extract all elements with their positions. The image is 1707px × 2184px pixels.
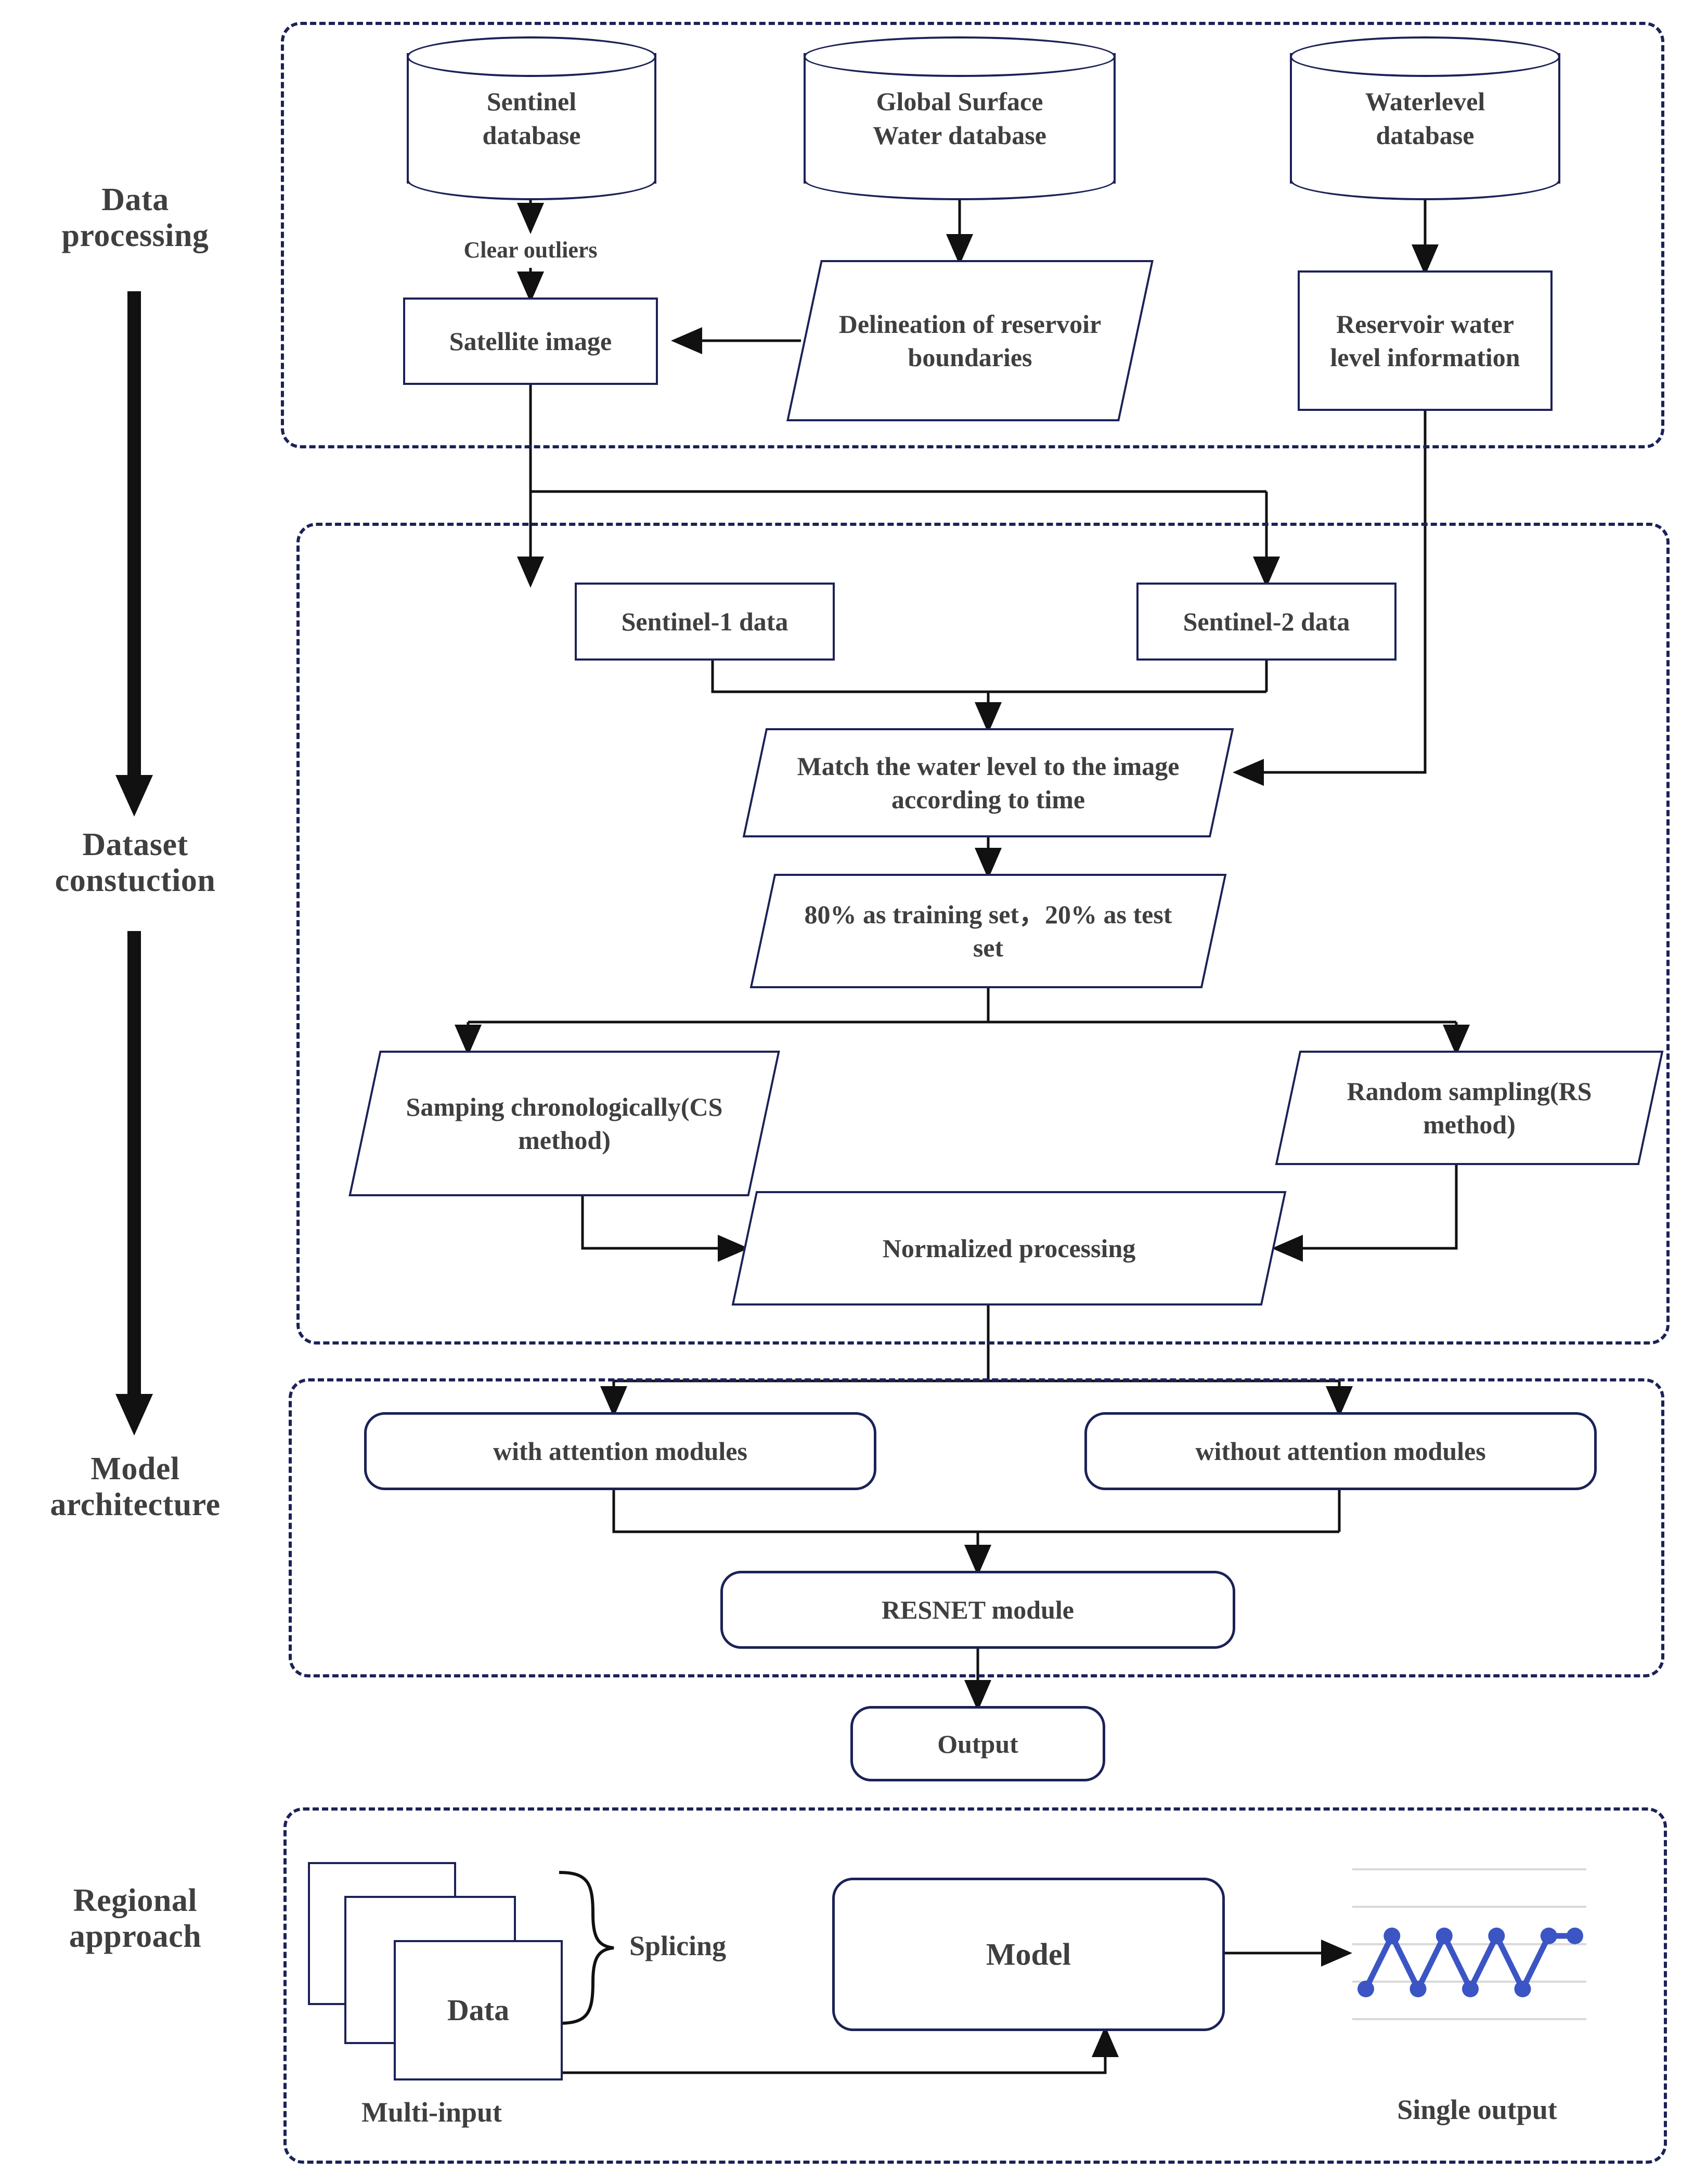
normalized-processing-node[interactable]: Normalized processing <box>731 1191 1287 1306</box>
satellite-image-label: Satellite image <box>449 327 612 356</box>
with-attention-modules-label: with attention modules <box>493 1437 747 1466</box>
without-attention-modules-node[interactable]: without attention modules <box>1084 1412 1597 1490</box>
resnet-module-node[interactable]: RESNET module <box>720 1571 1235 1649</box>
stage-label-line1: Dataset <box>82 827 188 862</box>
satellite-image-node[interactable]: Satellite image <box>403 298 658 385</box>
stage-label-line1: Regional <box>73 1883 198 1918</box>
model-label: Model <box>986 1937 1071 1972</box>
sentinel-database-label: Sentinel database <box>482 86 581 150</box>
with-attention-modules-node[interactable]: with attention modules <box>364 1412 876 1490</box>
delineation-of-reservoir-boundaries-node[interactable]: Delineation of reservoir boundaries <box>786 260 1154 421</box>
without-attention-modules-label: without attention modules <box>1195 1437 1486 1466</box>
output-node[interactable]: Output <box>850 1706 1105 1781</box>
chart-gridline <box>1352 1868 1586 1870</box>
single-output-label: Single output <box>1397 2094 1557 2125</box>
stage-label-regional-approach: Regional approach <box>10 1883 260 1955</box>
cylinder-top <box>1290 36 1560 77</box>
splicing-label: Splicing <box>629 1930 727 1961</box>
sentinel-2-data-node[interactable]: Sentinel-2 data <box>1136 583 1396 661</box>
chart-gridline <box>1352 1943 1586 1945</box>
waterlevel-database-cylinder: Waterlevel database <box>1290 36 1560 200</box>
stage-label-line2: processing <box>61 218 209 254</box>
model-node[interactable]: Model <box>832 1878 1225 2031</box>
stage-label-data-processing: Data processing <box>10 182 260 254</box>
reservoir-water-level-label: Reservoir water level information <box>1330 309 1520 372</box>
stage-label-line2: architecture <box>50 1487 221 1523</box>
normalized-processing-label: Normalized processing <box>882 1234 1136 1263</box>
chart-plot <box>1357 1928 1583 1997</box>
sentinel-database-cylinder: Sentinel database <box>407 36 656 200</box>
section-data-processing <box>281 22 1664 448</box>
cylinder-top <box>407 36 656 77</box>
cs-method-label: Samping chronologically(CS method) <box>406 1092 723 1155</box>
resnet-module-label: RESNET module <box>881 1595 1075 1624</box>
sentinel-1-data-label: Sentinel-1 data <box>621 607 788 636</box>
chart-gridline <box>1352 2018 1586 2020</box>
stage-label-line1: Model <box>90 1451 180 1487</box>
data-sheet-front[interactable]: Data <box>394 1940 563 2080</box>
waterlevel-database-label: Waterlevel database <box>1365 86 1485 150</box>
chart-gridline <box>1352 1906 1586 1908</box>
sentinel-1-data-node[interactable]: Sentinel-1 data <box>575 583 835 661</box>
clear-outliers-edge-label: Clear outliers <box>463 237 598 263</box>
delineation-label: Delineation of reservoir boundaries <box>838 309 1102 372</box>
stage-label-dataset-constuction: Dataset constuction <box>10 827 260 899</box>
data-sheet-label: Data <box>447 1993 510 2027</box>
match-water-level-node[interactable]: Match the water level to the image accor… <box>742 728 1234 837</box>
stage-label-model-architecture: Model architecture <box>10 1451 260 1523</box>
global-surface-water-database-cylinder: Global Surface Water database <box>804 36 1116 200</box>
section-regional-approach <box>283 1807 1667 2164</box>
train-test-split-label: 80% as training set，20% as test set <box>804 900 1172 962</box>
global-surface-water-database-label: Global Surface Water database <box>873 86 1046 150</box>
match-water-level-label: Match the water level to the image accor… <box>797 752 1180 814</box>
stage-label-line1: Data <box>101 182 169 217</box>
reservoir-water-level-information-node[interactable]: Reservoir water level information <box>1298 270 1553 411</box>
multi-input-label: Multi-input <box>361 2097 502 2128</box>
single-output-chart <box>1352 1862 1586 2036</box>
stage-label-line2: approach <box>69 1919 202 1955</box>
section-dataset-constuction <box>296 523 1670 1345</box>
section-model-architecture <box>289 1378 1664 1677</box>
train-test-split-node[interactable]: 80% as training set，20% as test set <box>749 874 1227 988</box>
output-label: Output <box>937 1729 1018 1759</box>
cs-method-node[interactable]: Samping chronologically(CS method) <box>348 1051 780 1196</box>
rs-method-node[interactable]: Random sampling(RS method) <box>1275 1051 1664 1165</box>
cylinder-top <box>804 36 1116 77</box>
stage-label-line2: constuction <box>55 863 216 899</box>
rs-method-label: Random sampling(RS method) <box>1347 1077 1592 1139</box>
sentinel-2-data-label: Sentinel-2 data <box>1183 607 1350 636</box>
